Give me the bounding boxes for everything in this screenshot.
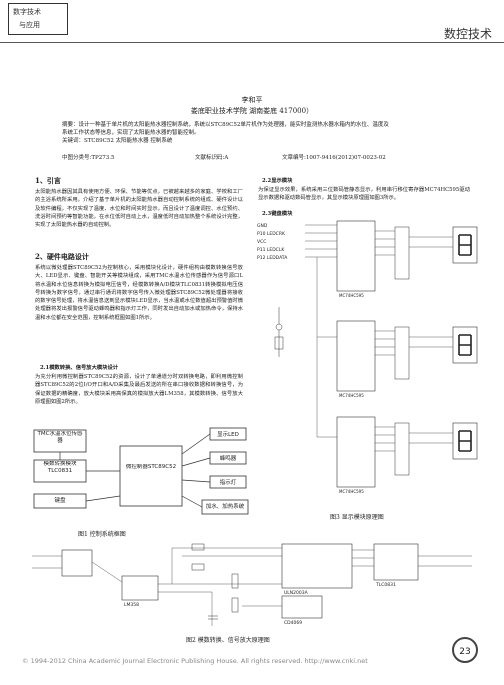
schematic-chips xyxy=(61,543,419,619)
display-label: 显示LED xyxy=(217,432,239,438)
figure-3-caption: 图3 显示模块原理图 xyxy=(330,514,384,521)
shift-register-chips xyxy=(336,220,376,488)
block-connections xyxy=(59,433,211,508)
abstract: 摘要：设计一种基于单片机的太阳能热水器控制系统，系统以STC89C52单片机作为… xyxy=(62,121,457,145)
led-indicator-circuit xyxy=(274,307,284,357)
figure-3-display-schematic: GND P10 LEDCRK VCC P11 LEDCLK P12 LEDDAT… xyxy=(257,220,478,494)
mcu-block xyxy=(119,445,183,507)
net-label-gnd: GND xyxy=(257,223,268,229)
copyright-footer: © 1994-2012 China Academic Journal Elect… xyxy=(22,657,368,665)
chip-label-3: MC74HC595 xyxy=(339,489,364,494)
actuator-label: 加水、加热系统 xyxy=(205,504,245,510)
adc-label: 模数转换模块TLC0831 xyxy=(43,461,77,474)
figure-1-block-diagram: TMC水温水位传感器 模数转换模块TLC0831 键盘 微控制器STC89C52… xyxy=(33,427,249,515)
abstract-line-1: 摘要：设计一种基于单片机的太阳能热水器控制系统，系统以STC89C52单片机作为… xyxy=(62,122,389,128)
seven-segment-displays xyxy=(452,226,478,460)
net-label-p10: P10 LEDCRK xyxy=(257,231,286,237)
logo-line-1: 数字技术 xyxy=(13,8,41,16)
indicator-label: 指示灯 xyxy=(219,480,237,486)
document-code: 文献标识码:A xyxy=(195,155,229,161)
net-label-p11: P11 LEDCLK xyxy=(257,247,285,253)
chip-label-2: MC74HC595 xyxy=(339,393,364,398)
body-2-1: 为充分利用微控制器STC89C52的资源，设计了单通道分时双转换电路，即利用微控… xyxy=(35,374,243,405)
abstract-line-2: 系统工作状态等信息，实现了太阳能热水器的智能控制。 xyxy=(62,130,200,136)
chip-label-cd4069: CD4069 xyxy=(284,620,302,626)
heading-2-2: 2.2显示模块 xyxy=(262,178,293,184)
mcu-label: 微控制器STC89C52 xyxy=(125,464,177,470)
journal-logo: 数字技术 与应用 xyxy=(8,3,68,35)
bus-wires xyxy=(305,224,453,452)
author-affiliation: 娄底职业技术学院 湖南娄底 417000） xyxy=(190,107,314,115)
body-2-2: 为保证显示效果，系统采用三位数码管静态显示，利用串行移位寄存器MC74HC595… xyxy=(258,187,470,202)
chip-label-lm358: LM358 xyxy=(124,602,139,608)
logo-line-2: 与应用 xyxy=(19,21,40,29)
digit-segments xyxy=(458,234,472,452)
buzzer-label: 蜂鸣器 xyxy=(219,456,237,462)
figure-2-adc-schematic: LM358 ULN2003A CD4069 TLC0831 xyxy=(32,543,472,626)
heading-intro: 1、引言 xyxy=(35,176,61,185)
body-intro: 太阳能热水器因其具有使用方便、环保、节能等优点，已被越来越多的家庭、学校和工厂的… xyxy=(35,189,243,229)
article-id: 文章编号:1007-9416(2012)07-0023-02 xyxy=(282,155,386,161)
keywords: 关键词：STC89C52 太阳能热水器 控制系统 xyxy=(62,138,173,144)
author-name: 李和平 xyxy=(241,96,263,104)
clc-number: 中图分类号:TP273.5 xyxy=(62,155,115,161)
header-rule xyxy=(0,42,504,43)
heading-hardware: 2、硬件电路设计 xyxy=(35,252,89,261)
section-title: 数控技术 xyxy=(443,27,492,41)
heading-2-1: 2.1模数转换、信号放大模块设计 xyxy=(40,365,119,371)
chip-label-uln2003a: ULN2003A xyxy=(284,590,309,596)
body-hardware: 系统以微处理器STC89C52为控制核心，采用模块化设计，硬件组构由模数转换信号… xyxy=(35,265,243,321)
net-label-vcc: VCC xyxy=(257,239,266,245)
sensor-label: TMC水温水位传感器 xyxy=(37,431,83,444)
resistor-arrays xyxy=(394,226,410,476)
chip-label-tlc0831: TLC0831 xyxy=(375,582,396,588)
figure-2-caption: 图2 模数转换、信号放大原理图 xyxy=(186,637,270,644)
chip-label-1: MC74HC595 xyxy=(339,293,364,298)
keyboard-label: 键盘 xyxy=(54,498,66,504)
resistors-capacitors xyxy=(191,543,239,620)
page-number: 23 xyxy=(459,647,471,657)
schematic-wires xyxy=(32,547,472,626)
page-number-badge: 23 xyxy=(452,637,478,663)
heading-2-3: 2.3键盘模块 xyxy=(262,211,293,217)
net-label-p12: P12 LEDDATA xyxy=(257,255,288,261)
figure-1-caption: 图1 控制系统框图 xyxy=(78,531,126,538)
